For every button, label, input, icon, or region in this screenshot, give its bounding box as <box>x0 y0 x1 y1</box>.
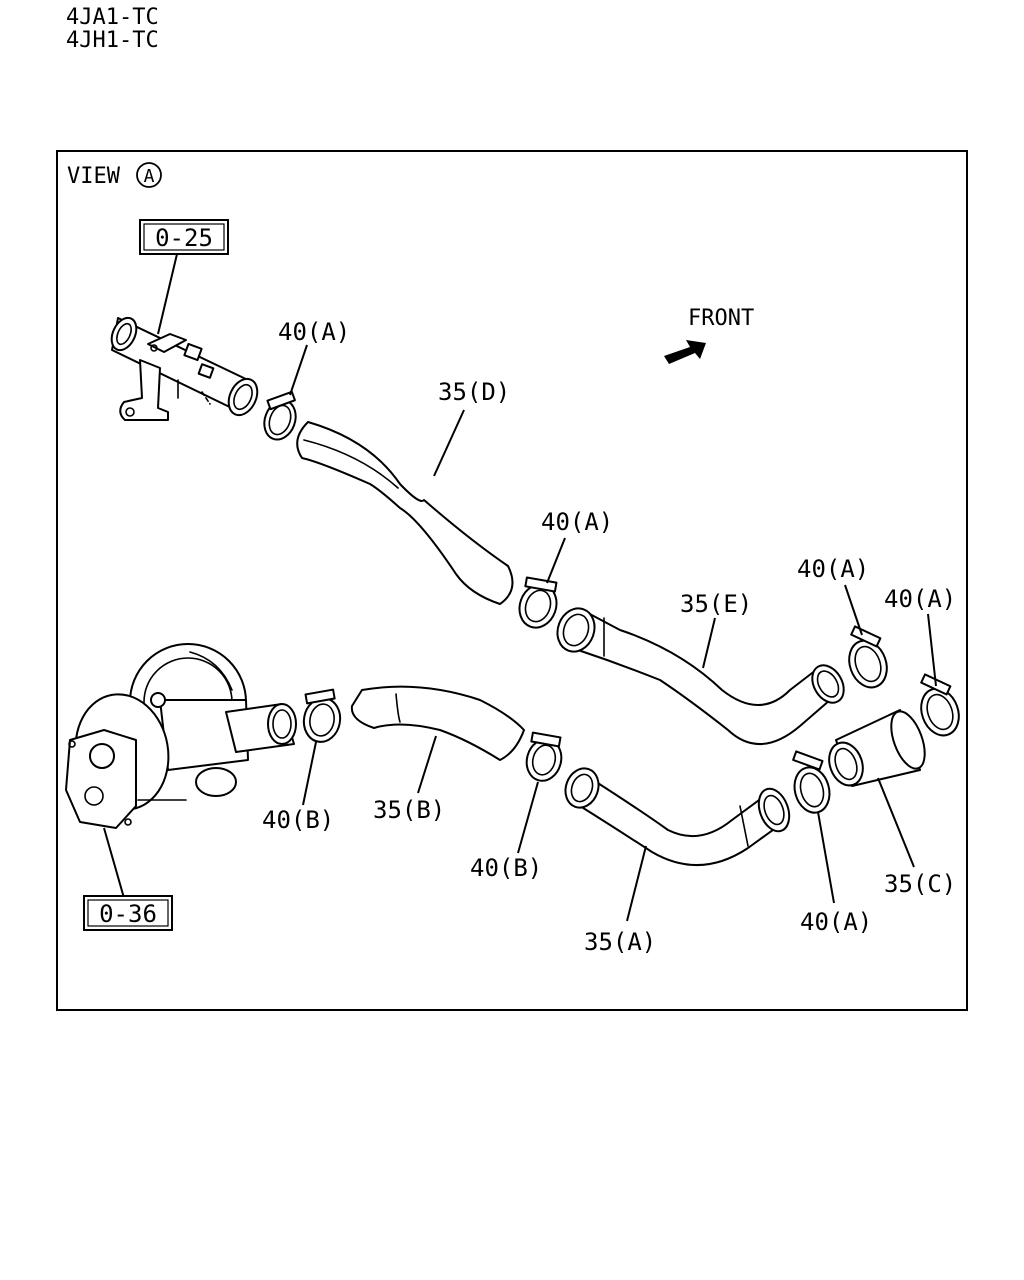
front-label: FRONT <box>688 306 754 331</box>
ref-turbo-text: 0-36 <box>99 900 157 928</box>
hose-35b <box>350 685 525 761</box>
label-hose-d: 35(D) <box>438 378 510 406</box>
label-hose-e: 35(E) <box>680 590 752 618</box>
leader-hose-e <box>702 617 716 669</box>
front-arrow-icon <box>664 340 706 364</box>
model-line-1: 4JA1-TC <box>66 5 159 30</box>
label-clamp-a5: 40(A) <box>800 908 872 936</box>
turbocharger <box>65 643 297 829</box>
leader-clamp-a3 <box>844 584 863 636</box>
label-hose-c: 35(C) <box>884 870 956 898</box>
leader-hose-d <box>433 409 465 477</box>
hose-35a <box>564 767 791 867</box>
ref-box-oil-cooler: 0-25 <box>139 219 229 255</box>
ref-box-turbo: 0-36 <box>83 895 173 931</box>
label-clamp-a3: 40(A) <box>797 555 869 583</box>
leader-clamp-a1 <box>289 344 308 396</box>
hose-35d <box>296 421 514 605</box>
hose-clamp <box>792 750 831 814</box>
model-line-2: 4JH1-TC <box>66 28 159 53</box>
ref-oil-cooler-text: 0-25 <box>155 224 213 252</box>
label-clamp-a2: 40(A) <box>541 508 613 536</box>
hose-clamp <box>525 731 563 782</box>
hose-35c <box>828 709 926 787</box>
leader-hose-a <box>626 845 647 922</box>
label-hose-b: 35(B) <box>373 796 445 824</box>
hose-clamp <box>920 673 960 737</box>
view-marker-letter: A <box>144 166 155 187</box>
leader-clamp-a5 <box>817 811 835 904</box>
label-hose-a: 35(A) <box>584 928 656 956</box>
label-clamp-b1: 40(B) <box>262 806 334 834</box>
label-clamp-a1: 40(A) <box>278 318 350 346</box>
leader-oil-cooler <box>157 253 178 335</box>
diagram-frame <box>56 150 968 1011</box>
leader-turbo <box>103 827 125 899</box>
hose-clamp <box>263 390 297 441</box>
leader-clamp-a4 <box>927 613 937 687</box>
hose-clamp <box>518 576 558 629</box>
leader-hose-b <box>417 735 437 794</box>
view-marker: A <box>136 162 162 188</box>
view-label: VIEW <box>67 164 121 189</box>
label-clamp-a4: 40(A) <box>884 585 956 613</box>
hose-clamp <box>848 625 888 689</box>
oil-cooler-pipe <box>110 316 259 421</box>
leader-clamp-b1 <box>302 741 317 806</box>
hose-35e <box>556 607 845 745</box>
label-clamp-b2: 40(B) <box>470 854 542 882</box>
leader-hose-c <box>877 777 915 868</box>
leader-clamp-a2 <box>546 537 566 584</box>
leader-clamp-b2 <box>517 781 539 854</box>
hose-clamp <box>302 688 342 743</box>
